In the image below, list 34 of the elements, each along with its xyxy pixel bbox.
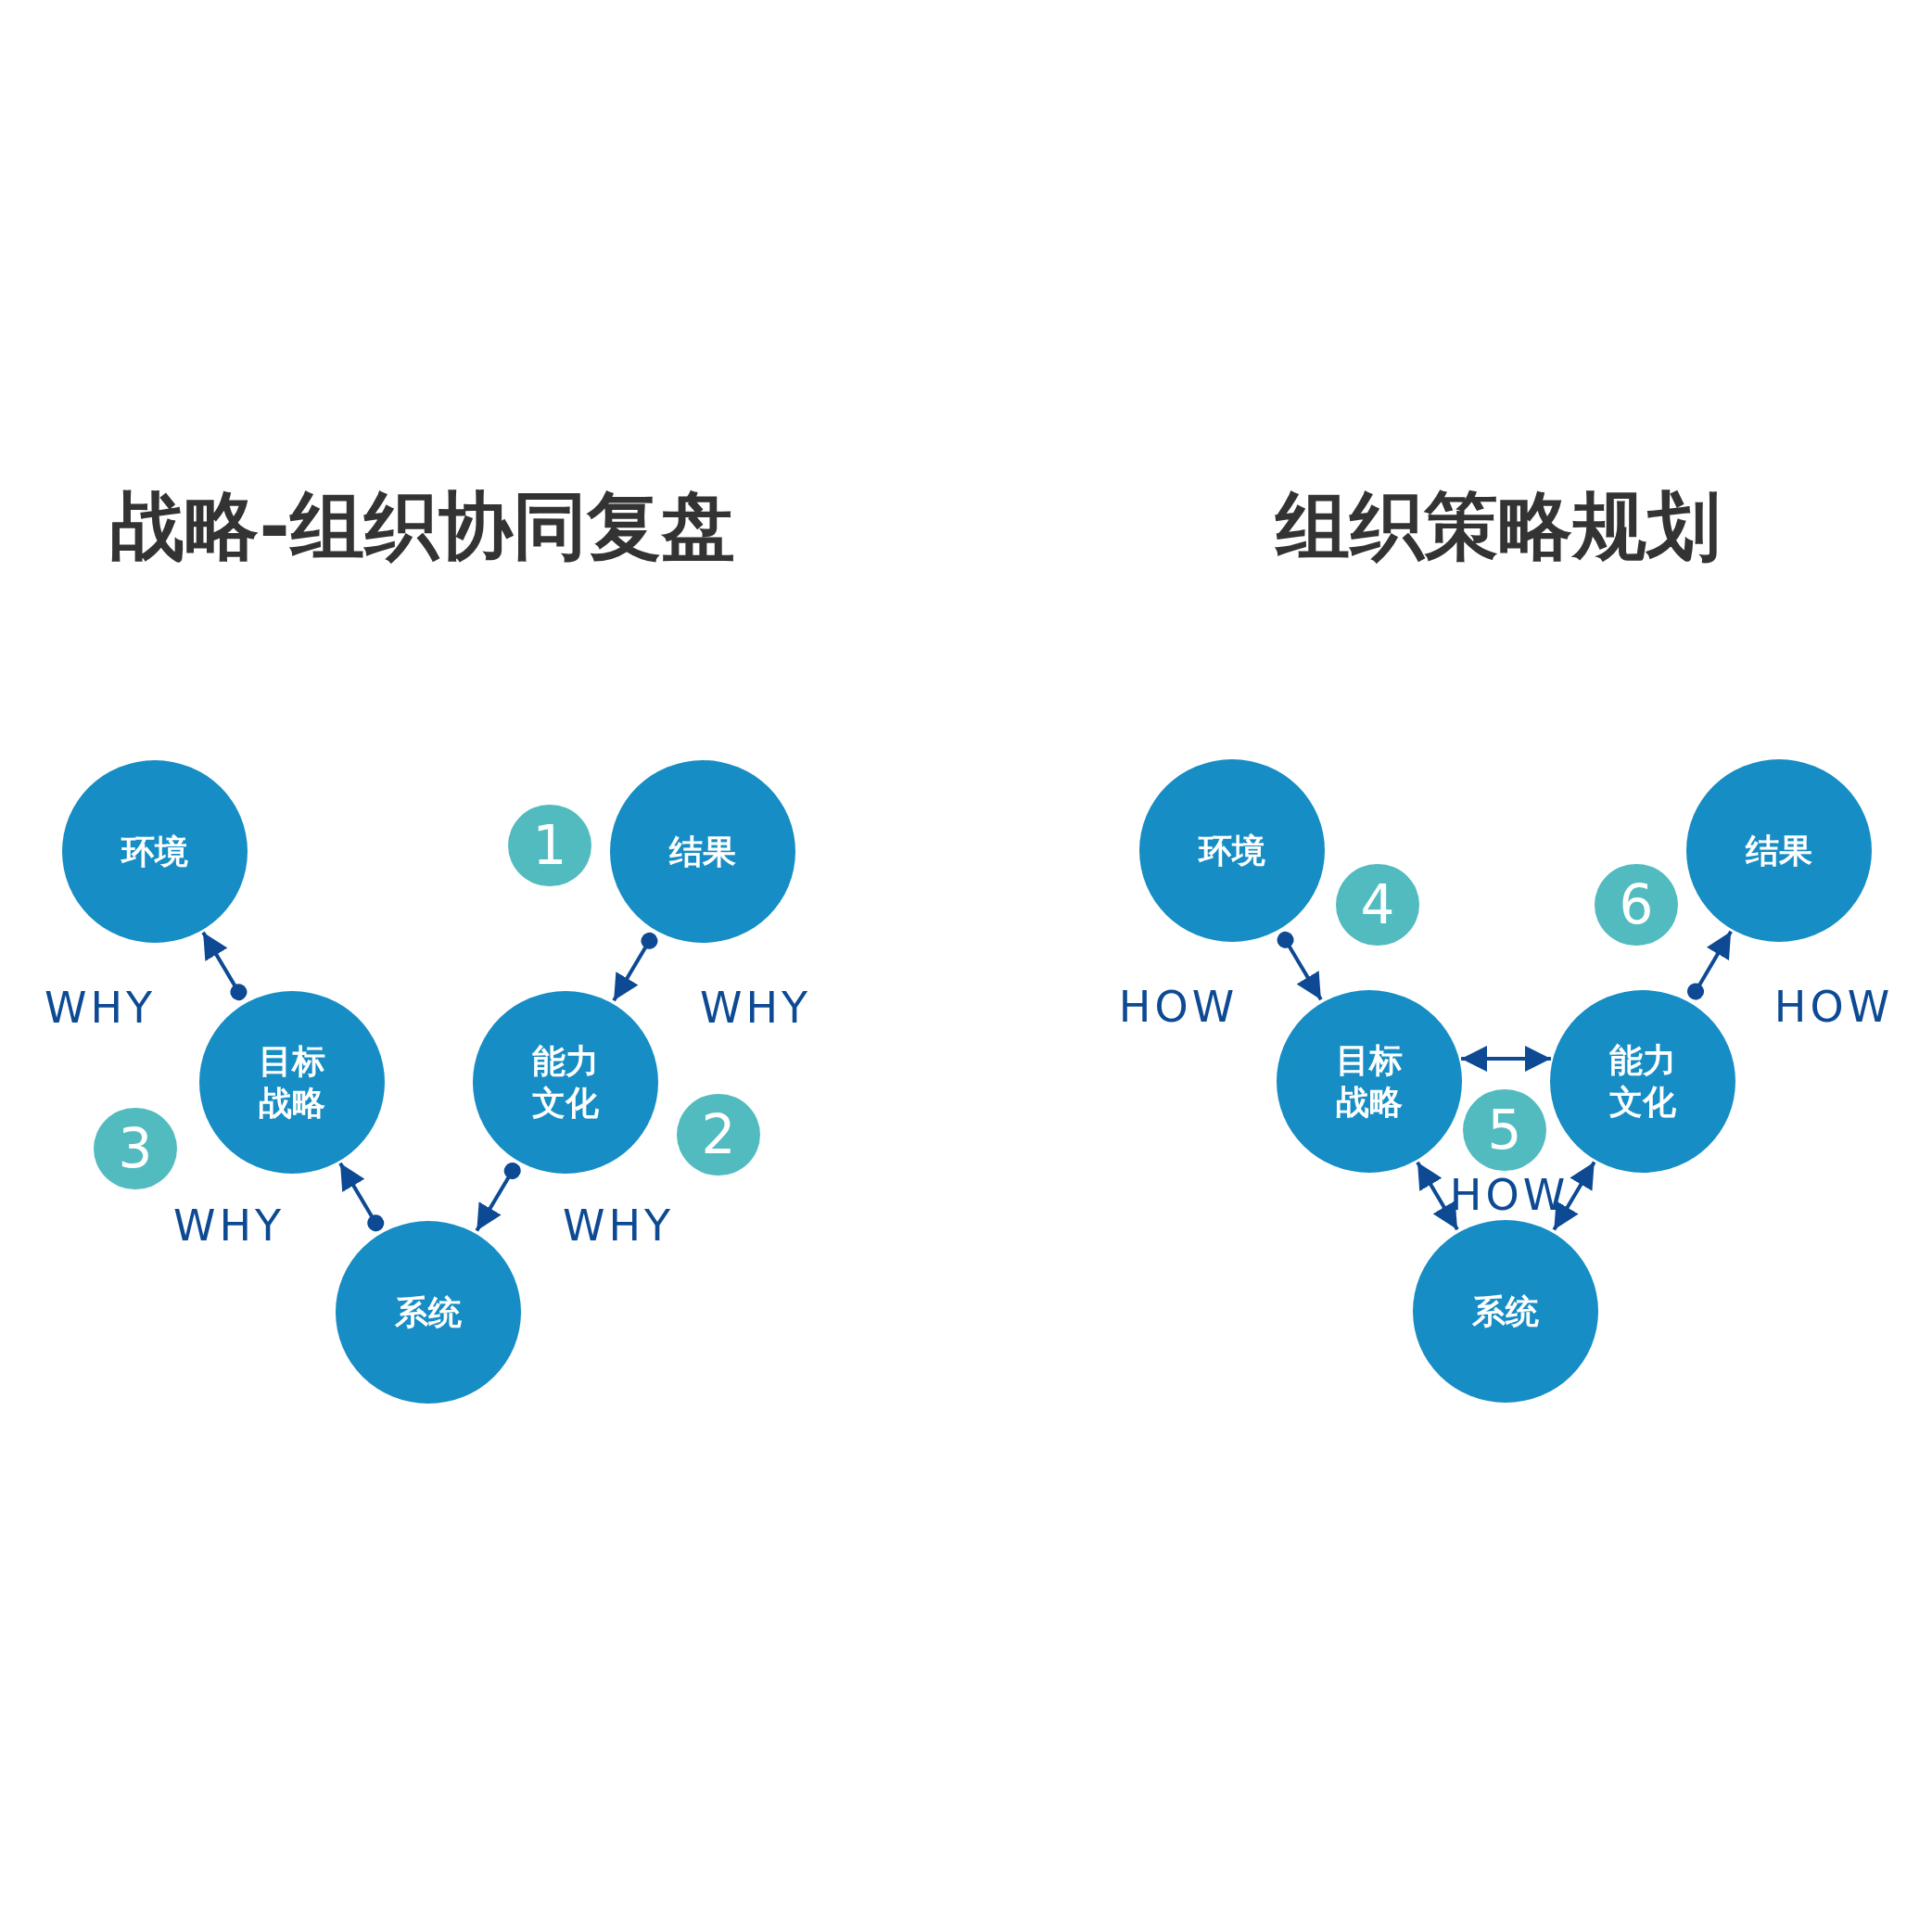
arrow <box>1461 1046 1551 1072</box>
number-text: 2 <box>701 1103 736 1166</box>
question-label: HOW <box>1773 982 1894 1032</box>
topic-text: 系统 <box>394 1291 463 1333</box>
question-label: HOW <box>1118 982 1239 1032</box>
question-label: WHY <box>44 983 157 1033</box>
topic-text: 目标战略 <box>258 1041 326 1124</box>
topic-text: 能力文化 <box>531 1041 600 1124</box>
section-heading: 组织策略规划 <box>1276 482 1721 571</box>
topic-text: 系统 <box>1471 1290 1540 1332</box>
arrow <box>201 931 248 1001</box>
arrow <box>1552 1161 1596 1231</box>
arrow <box>475 1163 521 1232</box>
number-text: 3 <box>118 1117 153 1180</box>
topic-text: 能力文化 <box>1608 1040 1677 1123</box>
question-label: WHY <box>172 1201 286 1251</box>
arrow <box>1277 931 1323 1001</box>
section-heading: 战略-组织协同复盘 <box>110 482 735 571</box>
number-text: 4 <box>1360 873 1395 936</box>
arrow <box>1416 1161 1459 1231</box>
topic-text: 环境 <box>1197 830 1266 871</box>
question-label: WHY <box>699 983 812 1033</box>
number-text: 1 <box>532 814 567 877</box>
topic-text: 结果 <box>1744 830 1813 871</box>
question-label: WHY <box>562 1201 675 1251</box>
topic-text: 环境 <box>120 831 189 872</box>
topic-text: 目标战略 <box>1335 1040 1404 1123</box>
number-text: 6 <box>1619 873 1654 936</box>
topic-text: 结果 <box>667 831 737 872</box>
arrow <box>1687 930 1733 1000</box>
question-label: HOW <box>1449 1170 1570 1220</box>
arrow <box>612 932 658 1002</box>
number-text: 5 <box>1487 1099 1522 1162</box>
arrow <box>338 1162 385 1232</box>
